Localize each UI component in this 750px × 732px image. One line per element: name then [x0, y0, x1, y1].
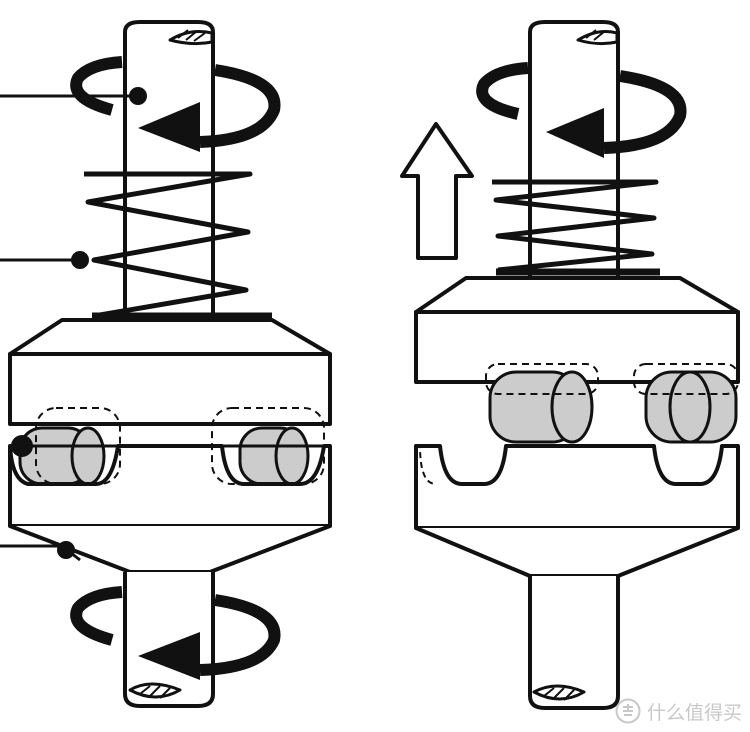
- spring: [492, 179, 660, 276]
- engaged-clutch-panel: [0, 20, 332, 708]
- output-shaft: [528, 576, 620, 710]
- disengaged-clutch-panel: [400, 20, 740, 710]
- roller-right: [633, 363, 739, 444]
- up-arrow-icon: [400, 122, 474, 260]
- lower-clutch-plate: [414, 444, 740, 578]
- upper-clutch-plate: [8, 318, 332, 426]
- leader-dot-icon: [11, 87, 147, 559]
- watermark-text: 什么值得买: [646, 701, 742, 724]
- spring: [84, 171, 272, 320]
- roller-left: [485, 363, 599, 444]
- zhi-logo-icon: [615, 698, 641, 724]
- watermark: 什么值得买: [615, 696, 742, 726]
- rotation-arrow-icon: [70, 56, 281, 152]
- upper-clutch-plate: [414, 276, 740, 384]
- rotation-arrow-icon: [70, 586, 281, 680]
- rotation-arrow-icon: [476, 62, 687, 158]
